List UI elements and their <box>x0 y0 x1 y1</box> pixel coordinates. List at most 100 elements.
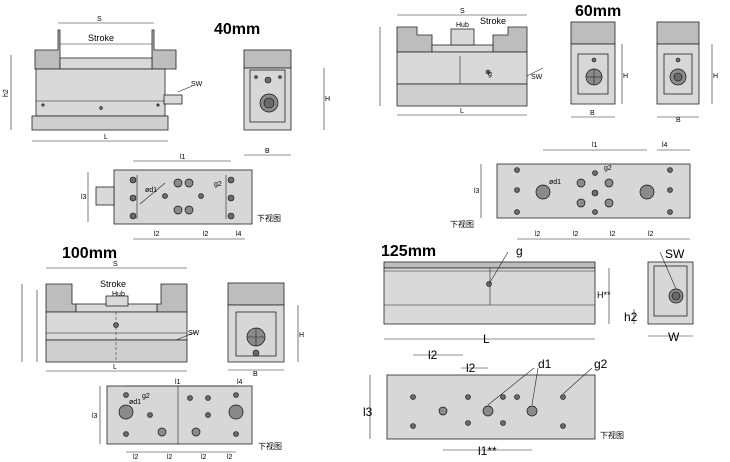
bottom-hole <box>514 167 520 173</box>
g-leader <box>488 251 509 285</box>
sw-leader <box>659 251 677 290</box>
bottom-hole <box>500 394 506 400</box>
bottom-hole <box>465 420 471 426</box>
bottom-hole <box>227 212 235 220</box>
vise-body <box>396 51 528 85</box>
side-small-hole <box>252 349 260 357</box>
label-g: g <box>516 244 523 258</box>
label-hub: Hub <box>456 22 469 29</box>
bottom-hole <box>227 176 235 184</box>
label-d1: ød1 <box>145 187 157 194</box>
bottom-hole <box>198 193 204 199</box>
front-view-40mm: S Stroke h2 L SW <box>3 16 203 142</box>
label-g: g <box>488 71 492 78</box>
side-jaw <box>656 21 700 45</box>
bottom-hole <box>162 193 168 199</box>
side-dot <box>278 75 282 79</box>
label-bottom-view: 下视图 <box>258 441 282 451</box>
label-stroke: Stroke <box>88 33 114 43</box>
label-l1: l1 <box>175 379 181 386</box>
label-stroke: Stroke <box>480 16 506 26</box>
bottom-bore <box>576 198 586 208</box>
hub-block <box>450 28 475 46</box>
hub-block <box>105 295 129 307</box>
label-sw: SW <box>188 330 200 337</box>
label-bottom-view: 下视图 <box>257 213 281 223</box>
label-sw: SW <box>665 247 685 261</box>
front-view-125mm: g H** L <box>383 244 611 346</box>
label-l2-a: l2 <box>535 231 541 238</box>
left-jaw <box>34 29 61 70</box>
label-l2-a: l2 <box>133 454 139 461</box>
side-jaw <box>570 21 616 45</box>
label-h: H <box>713 73 718 80</box>
label-b: B <box>253 371 258 378</box>
bottom-bore <box>604 198 614 208</box>
title-60mm: 60mm <box>575 3 621 20</box>
label-l: L <box>460 108 464 115</box>
bottom-view-40mm: ød1 g2 l1 l3 l2 l2 l4 下视图 <box>81 154 281 240</box>
label-l1-star: l1** <box>478 444 497 458</box>
label-h2: h2 <box>624 310 638 324</box>
side-jaw <box>227 282 285 306</box>
label-h: H <box>325 96 330 103</box>
bottom-bore <box>157 427 167 437</box>
label-h2: h2 <box>3 89 10 97</box>
side-small-hole <box>591 57 597 63</box>
spindle-stub <box>163 94 183 105</box>
section-60mm: 60mm g S Hub Stroke L SW <box>379 3 718 240</box>
side-dot <box>254 75 258 79</box>
right-jaw <box>492 26 528 53</box>
bottom-bore <box>228 404 244 420</box>
vise-body <box>383 267 596 325</box>
bottom-bore <box>191 427 201 437</box>
side-view-60mm-b: H B <box>656 21 718 124</box>
d1-leader <box>139 182 166 205</box>
label-l2-d: l2 <box>648 231 654 238</box>
title-40mm: 40mm <box>214 21 260 38</box>
label-g2: g2 <box>142 393 150 400</box>
label-bottom-view: 下视图 <box>600 430 624 440</box>
label-l2-a: l2 <box>154 231 160 238</box>
bottom-bore <box>173 178 183 188</box>
label-stroke: Stroke <box>100 279 126 289</box>
label-l2-a: l2 <box>428 348 438 362</box>
bottom-hole <box>129 176 137 184</box>
front-view-100mm: S Stroke Hub L SW <box>21 261 200 372</box>
label-g2: g2 <box>594 357 608 371</box>
bottom-hole <box>147 412 153 418</box>
bottom-hole <box>667 209 673 215</box>
left-jaw <box>396 26 433 53</box>
body-dot <box>485 69 491 75</box>
bottom-hole <box>129 194 137 202</box>
label-h: H <box>299 332 304 339</box>
bottom-bore <box>184 178 194 188</box>
body-dot <box>156 103 160 107</box>
label-l: L <box>104 134 108 141</box>
bottom-bore <box>184 205 194 215</box>
label-hub: Hub <box>112 291 125 298</box>
label-bottom-view: 下视图 <box>450 219 474 229</box>
side-bore-inner <box>263 97 275 109</box>
label-w: W <box>668 330 680 344</box>
right-jaw <box>151 29 177 70</box>
bottom-hole <box>514 187 520 193</box>
side-view-100mm: H B <box>227 282 304 378</box>
bottom-bore <box>118 404 134 420</box>
label-h-star: H** <box>597 290 611 300</box>
jaw-gap-floor <box>59 57 153 70</box>
left-jaw <box>45 283 77 313</box>
sw-leader <box>526 67 544 77</box>
label-l: L <box>483 332 490 346</box>
label-l4: l4 <box>237 379 243 386</box>
bottom-view-100mm: ød1 g2 l1 l4 l3 l2 l2 l2 l2 下视图 <box>92 379 282 461</box>
bottom-view-125mm: d1 g2 l2 l2 l3 l1** 下视图 <box>363 348 624 458</box>
sw-leader <box>175 331 197 341</box>
label-l2-b: l2 <box>573 231 579 238</box>
bottom-hole <box>410 423 416 429</box>
bottom-hole <box>205 395 211 401</box>
label-l2-c: l2 <box>610 231 616 238</box>
bottom-hole <box>560 423 566 429</box>
label-b: B <box>590 110 595 117</box>
